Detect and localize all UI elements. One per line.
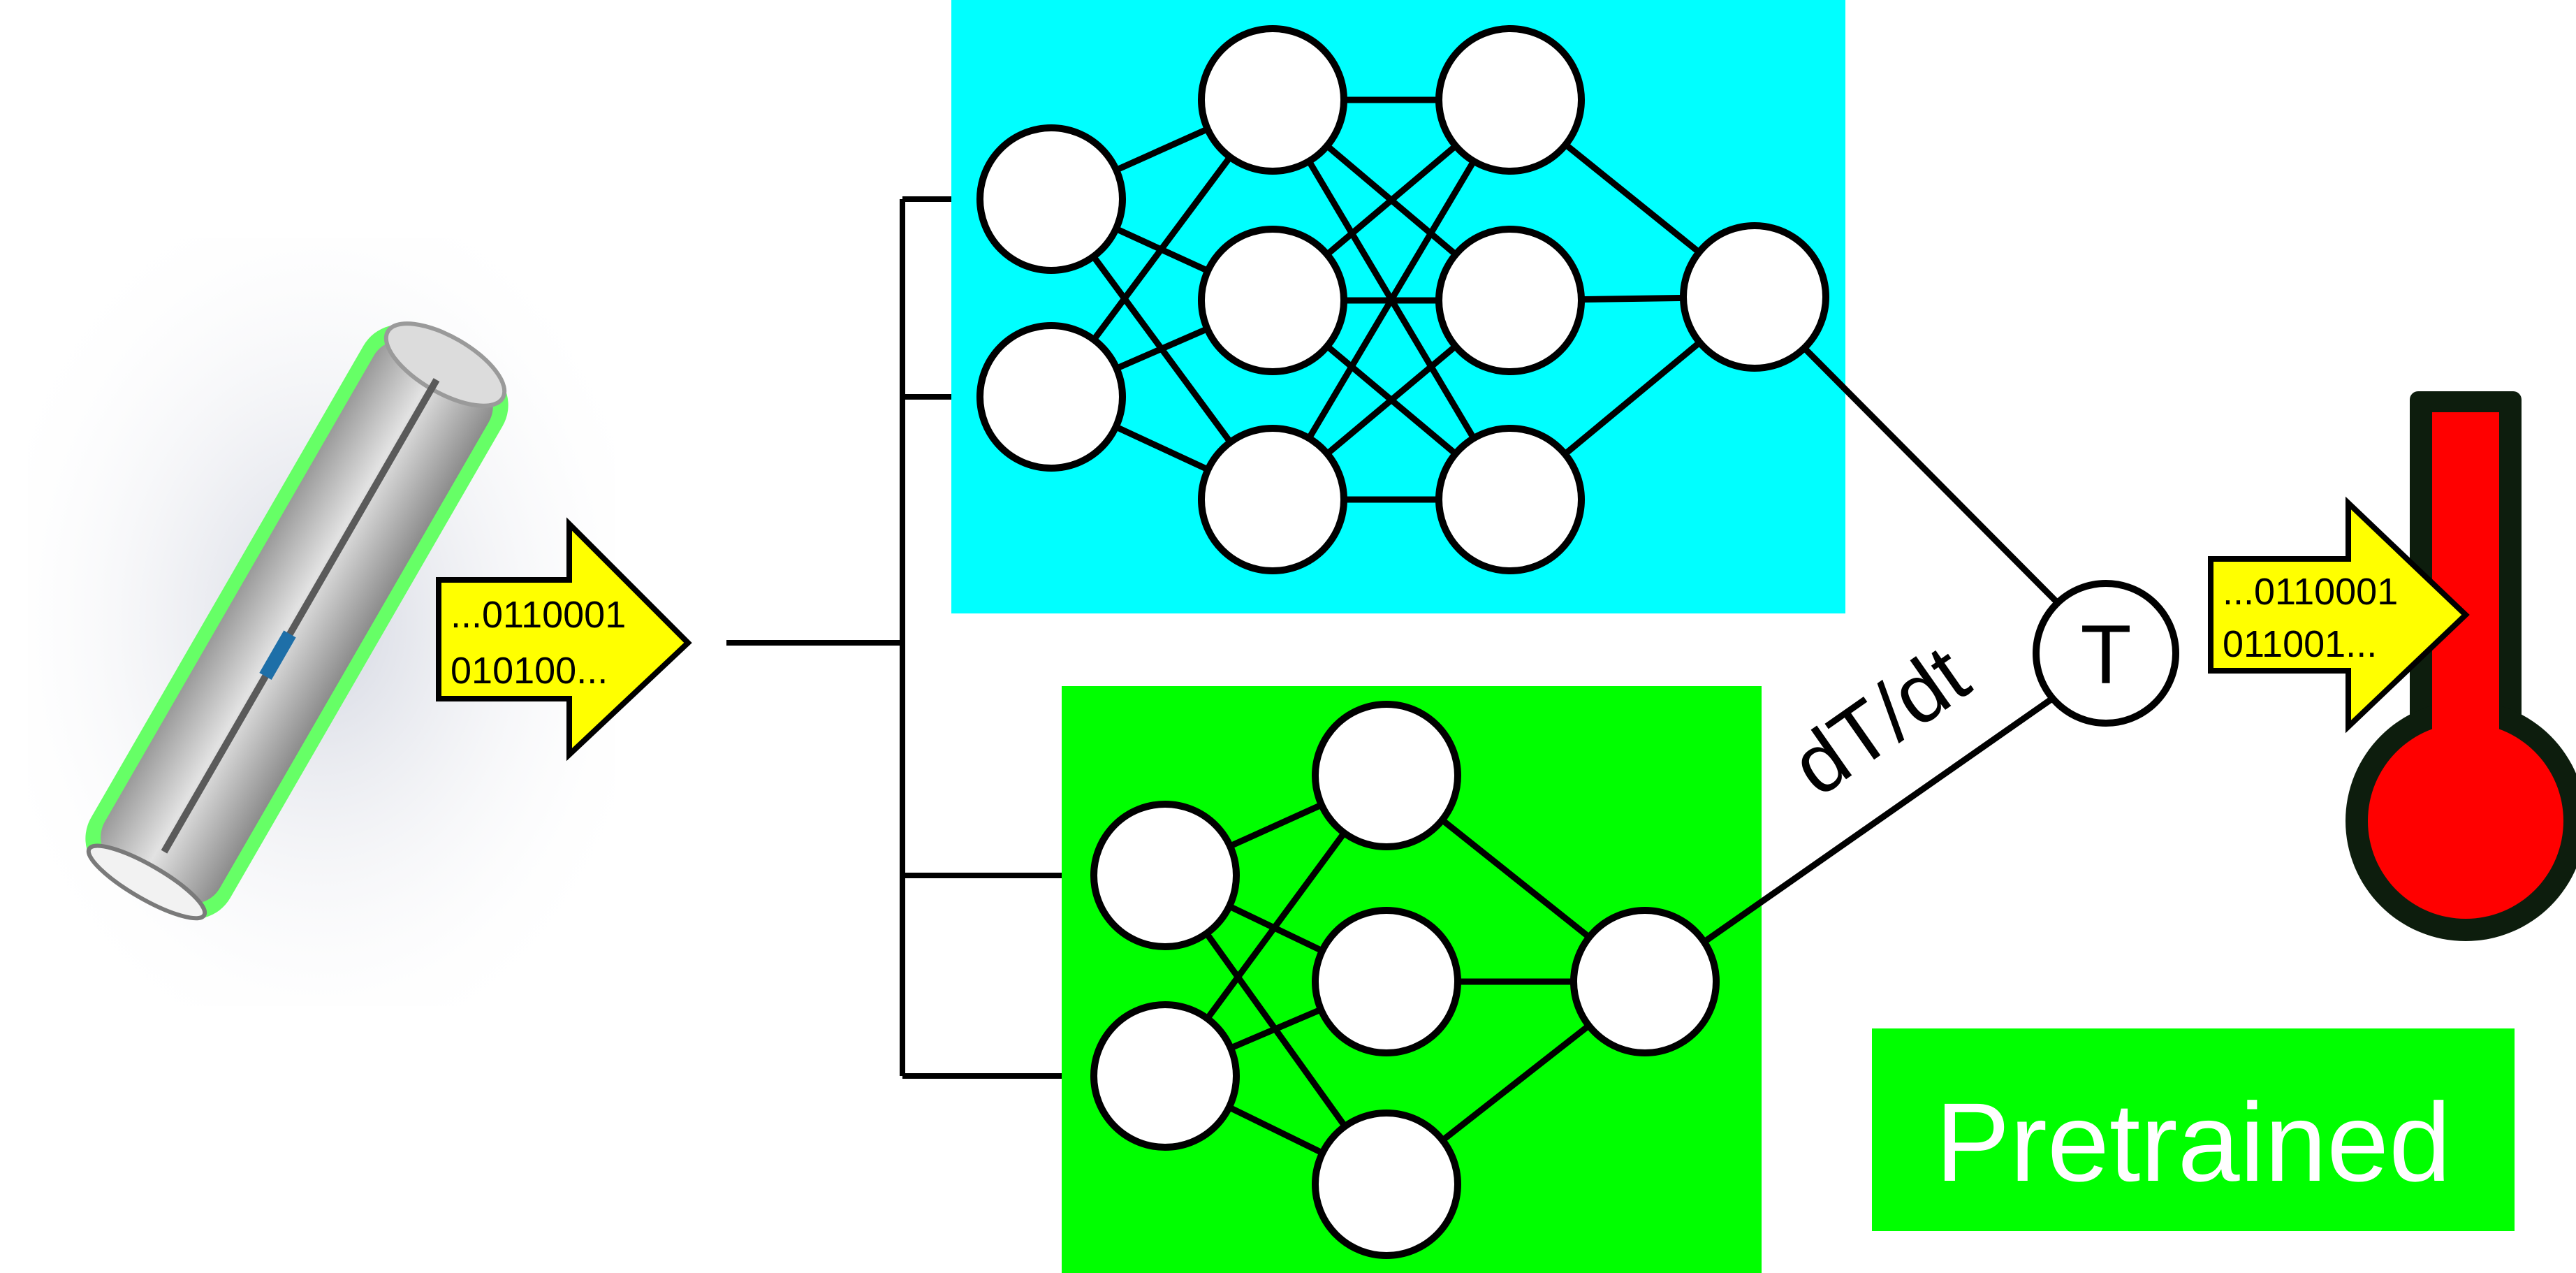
- neuron: [1198, 25, 1347, 175]
- derivative-label: dT/dt: [1775, 627, 1985, 814]
- temperature-node: T: [2033, 580, 2179, 727]
- neuron: [1570, 907, 1720, 1056]
- battery-cell-icon: [28, 238, 615, 1006]
- top-network-nodes: [976, 25, 1829, 574]
- neuron: [1090, 801, 1240, 950]
- neuron: [1090, 1001, 1240, 1151]
- neuron: [1312, 701, 1461, 850]
- output-bits-line1: ...0110001: [2223, 571, 2398, 613]
- neuron: [976, 124, 1126, 274]
- output-data-arrow: ...0110001 011001...: [2208, 496, 2470, 734]
- output-bits-line2: 011001...: [2223, 623, 2377, 665]
- output-connections: [1702, 347, 2062, 945]
- pretrained-legend: Pretrained: [1872, 1028, 2515, 1231]
- neuron: [1680, 222, 1829, 372]
- neuron: [1312, 1110, 1461, 1259]
- input-bits-line1: ...0110001: [451, 594, 626, 636]
- temperature-node-label: T: [2080, 608, 2131, 701]
- input-bits-line2: 010100...: [451, 650, 608, 692]
- data-arrow-icon: [436, 517, 692, 762]
- neuron: [976, 322, 1126, 472]
- neuron: [1435, 226, 1585, 375]
- neuron: [1312, 907, 1461, 1056]
- neuron: [1198, 226, 1347, 375]
- bottom-neural-network: [1062, 686, 1762, 1273]
- neuron: [1198, 425, 1347, 574]
- top-neural-network: [951, 0, 1845, 613]
- input-data-arrow: ...0110001 010100...: [436, 517, 692, 762]
- pretrained-label: Pretrained: [1935, 1079, 2451, 1205]
- bottom-network-nodes: [1090, 701, 1720, 1259]
- neuron: [1435, 425, 1585, 574]
- neuron: [1435, 25, 1585, 175]
- data-arrow-icon: [2208, 496, 2470, 734]
